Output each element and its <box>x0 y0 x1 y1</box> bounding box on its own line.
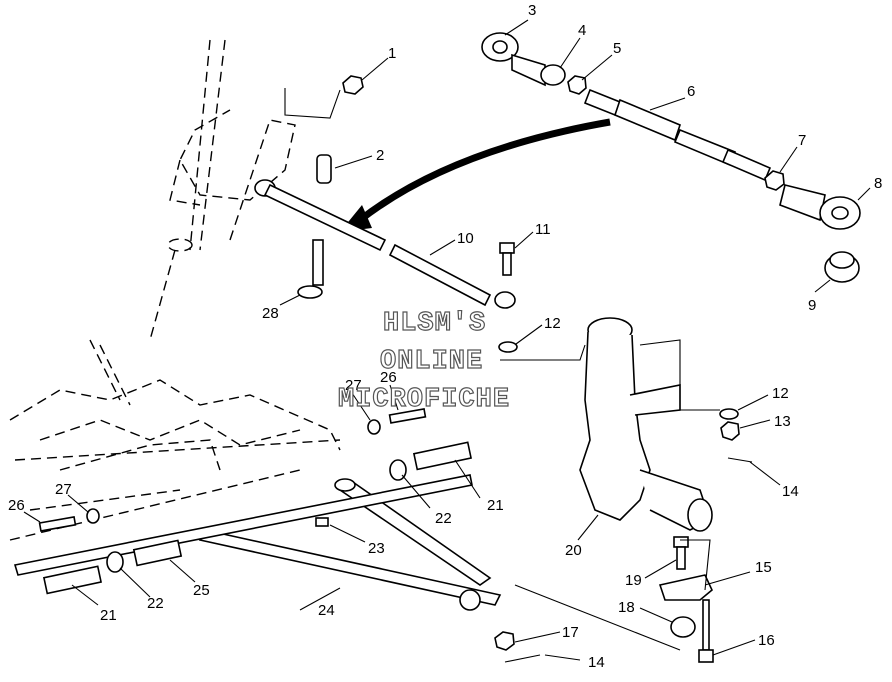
jam-nut-7 <box>764 170 785 191</box>
bushing-2 <box>316 154 332 184</box>
callout-25: 25 <box>193 582 210 599</box>
watermark-line-2: ONLINE <box>380 347 483 377</box>
callout-27-right: 27 <box>345 377 362 394</box>
bushing-25 <box>132 539 183 567</box>
callout-12-top: 12 <box>544 315 561 332</box>
callout-22-right: 22 <box>435 510 452 527</box>
callout-15: 15 <box>755 559 772 576</box>
callout-24: 24 <box>318 602 335 619</box>
nut-13 <box>720 421 740 441</box>
callout-16: 16 <box>758 632 775 649</box>
lower-frame-rails <box>9 339 341 541</box>
callout-14-right: 14 <box>782 483 799 500</box>
spindle-20 <box>579 317 713 532</box>
callout-5: 5 <box>613 40 621 57</box>
callout-14-lower: 14 <box>588 654 605 671</box>
washer-12-top <box>498 341 518 353</box>
callout-10: 10 <box>457 230 474 247</box>
rod-end-8 <box>779 184 861 230</box>
callout-17: 17 <box>562 624 579 641</box>
bolt-28 <box>297 239 324 299</box>
bolt-26-left <box>38 516 77 532</box>
callout-19: 19 <box>625 572 642 589</box>
callout-21-left: 21 <box>100 607 117 624</box>
callout-4: 4 <box>578 22 586 39</box>
bolt-26-right <box>388 408 427 424</box>
callout-27-left: 27 <box>55 481 72 498</box>
watermark-line-3: MICROFICHE <box>338 385 510 415</box>
leader-lines <box>23 19 871 661</box>
callout-28: 28 <box>262 305 279 322</box>
cotter-pin-14-lower <box>504 654 541 663</box>
callout-1: 1 <box>388 45 396 62</box>
boot-4 <box>540 64 566 86</box>
bolt-19 <box>673 536 689 570</box>
watermark: HLSM'S ONLINE MICROFICHE <box>337 308 510 415</box>
callout-7: 7 <box>798 132 806 149</box>
boot-9 <box>824 251 860 283</box>
callout-3: 3 <box>528 2 536 19</box>
callout-22-left: 22 <box>147 595 164 612</box>
callout-8: 8 <box>874 175 882 192</box>
bolt-16 <box>698 599 714 663</box>
washer-27-left <box>86 508 100 524</box>
nut-17 <box>494 631 515 651</box>
a-arm-24 <box>13 474 502 611</box>
callout-11: 11 <box>535 221 551 238</box>
bushing-21-left <box>42 565 103 595</box>
callout-13: 13 <box>774 413 791 430</box>
callout-6: 6 <box>687 83 695 100</box>
callout-26-left: 26 <box>8 497 25 514</box>
steering-post-frame <box>149 39 296 341</box>
callout-9: 9 <box>808 297 816 314</box>
washer-27-right <box>367 419 381 435</box>
bushing-21-right <box>412 441 473 471</box>
cotter-pin-14 <box>727 457 753 463</box>
bracket-15 <box>658 574 713 601</box>
assembly-arrow <box>340 118 611 232</box>
callout-2: 2 <box>376 147 384 164</box>
callout-23: 23 <box>368 540 385 557</box>
callout-21-right: 21 <box>487 497 504 514</box>
callout-18: 18 <box>618 599 635 616</box>
tie-rod-10 <box>254 179 516 309</box>
ball-joint-18 <box>670 616 696 638</box>
tie-rod-6 <box>583 88 772 182</box>
callout-26-right: 26 <box>380 369 397 386</box>
bolt-11 <box>499 242 515 276</box>
callout-20: 20 <box>565 542 582 559</box>
jam-nut-5 <box>567 75 587 95</box>
nut-1 <box>342 75 364 95</box>
grease-fitting-23 <box>315 517 329 527</box>
callout-labels: 1 2 3 4 5 6 7 8 9 10 11 12 12 13 14 14 1… <box>8 2 882 671</box>
callout-12-right: 12 <box>772 385 789 402</box>
washer-12-right <box>719 408 739 420</box>
washer-22-left <box>106 551 124 573</box>
rod-end-3 <box>481 32 546 87</box>
watermark-line-1: HLSM'S <box>383 309 486 339</box>
